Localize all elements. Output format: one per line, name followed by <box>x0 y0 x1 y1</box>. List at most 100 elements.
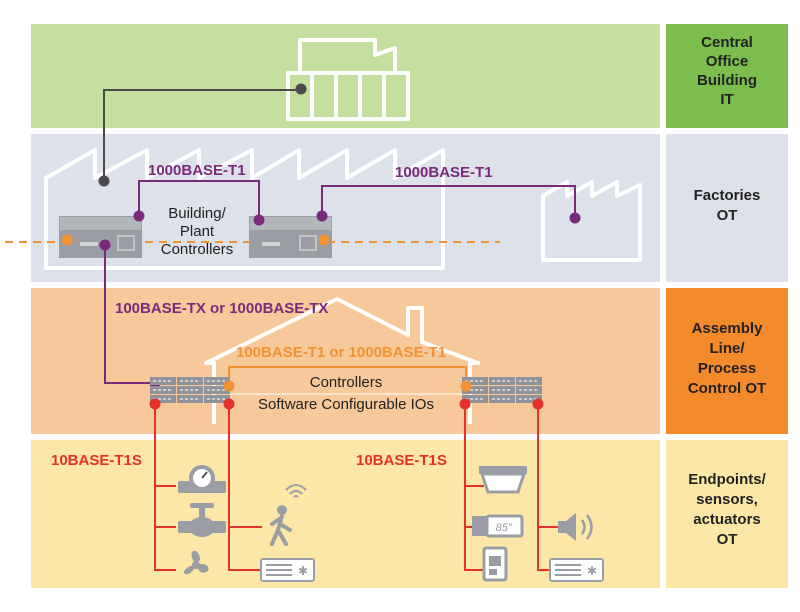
rack-led <box>475 398 478 400</box>
rack-led <box>190 380 193 382</box>
rack-led <box>163 398 166 400</box>
tier-label-box-endpoints <box>666 440 788 588</box>
tier-band-assembly <box>31 288 660 434</box>
speaker-icon <box>558 513 593 541</box>
valve-icon <box>178 503 226 537</box>
rack-led <box>519 380 522 382</box>
factory-orange-dot-left <box>61 234 73 246</box>
svg-text:✱: ✱ <box>587 564 597 578</box>
rack-led <box>534 398 537 400</box>
link-label-endpoints-left: 10BASE-T1S <box>51 452 142 469</box>
tier-label-box-it <box>666 24 788 128</box>
rack-led <box>163 380 166 382</box>
rack-led <box>480 380 483 382</box>
factory-controller-left <box>59 216 142 258</box>
hvac-unit-icon: ✱ <box>549 558 604 582</box>
rack-led <box>492 389 495 391</box>
rack-led <box>492 380 495 382</box>
it-link-dot-factory <box>98 175 110 187</box>
ceiling-sensor-icon <box>479 466 527 494</box>
assembly-racks <box>150 377 542 403</box>
rack-led <box>507 389 510 391</box>
rack-led <box>190 389 193 391</box>
rack-led <box>529 398 532 400</box>
endpoint-bus-dot-3 <box>459 398 471 410</box>
endpoint-bus-dot-1 <box>149 398 161 410</box>
rack-led <box>158 389 161 391</box>
factory-orange-dot-right <box>318 234 330 246</box>
rack-led <box>168 389 171 391</box>
assembly-controller-link-line <box>228 366 467 386</box>
factory-link-dot-4 <box>569 212 581 224</box>
rack-led <box>217 380 220 382</box>
rack-led <box>195 380 198 382</box>
rack-led <box>168 398 171 400</box>
rack-led <box>212 380 215 382</box>
rack-led <box>158 380 161 382</box>
rack-led <box>217 398 220 400</box>
rack-led <box>497 389 500 391</box>
rack-led <box>168 380 171 382</box>
rack-led <box>475 380 478 382</box>
rack-led <box>195 398 198 400</box>
assembly-orange-dot-left <box>223 380 235 392</box>
rack-led <box>207 398 210 400</box>
it-link-dot-building <box>295 83 307 95</box>
rack-led <box>524 380 527 382</box>
tier-bands <box>31 24 788 588</box>
rack-led <box>185 380 188 382</box>
rack-led <box>470 389 473 391</box>
rack-led <box>529 380 532 382</box>
rack-led <box>497 398 500 400</box>
rack-led <box>534 389 537 391</box>
thermostat-icon: 85° <box>472 514 524 538</box>
rack-led <box>480 389 483 391</box>
flow-meter-icon <box>178 465 226 493</box>
assembly-uplink-dot-top <box>99 239 111 251</box>
assembly-rack-right <box>462 377 542 403</box>
rack-led <box>480 398 483 400</box>
rack-led <box>502 398 505 400</box>
rack-led <box>470 380 473 382</box>
rack-led <box>475 389 478 391</box>
endpoint-bus-lines <box>154 404 558 571</box>
rack-led <box>212 398 215 400</box>
office-building-icon <box>286 38 410 121</box>
rack-led <box>519 389 522 391</box>
fan-icon <box>183 550 209 575</box>
rack-led <box>222 398 225 400</box>
rack-led <box>180 398 183 400</box>
factory-link-dot-3 <box>316 210 328 222</box>
rack-led <box>185 389 188 391</box>
rack-led <box>158 398 161 400</box>
factory-link-right-line <box>321 185 576 218</box>
endpoint-bus-dot-2 <box>223 398 235 410</box>
svg-text:✱: ✱ <box>298 564 308 578</box>
rack-led <box>180 380 183 382</box>
factory-link-dot-2 <box>253 214 265 226</box>
link-labels: 1000BASE-T1 1000BASE-T1 100BASE-TX or 10… <box>51 162 493 469</box>
factory-link-dot-1 <box>133 210 145 222</box>
rack-led <box>470 398 473 400</box>
link-label-endpoints-right: 10BASE-T1S <box>356 452 447 469</box>
it-link-line <box>103 89 301 181</box>
factory-outline-left-icon <box>44 148 445 270</box>
rack-led <box>524 398 527 400</box>
rack-led <box>185 398 188 400</box>
rack-led <box>497 380 500 382</box>
rack-led <box>507 380 510 382</box>
assembly-controllers-label: Controllers <box>310 374 383 391</box>
rack-led <box>207 389 210 391</box>
rack-led <box>180 389 183 391</box>
link-label-factory-right: 1000BASE-T1 <box>395 164 493 181</box>
assembly-orange-dot-right <box>460 380 472 392</box>
rack-led <box>163 389 166 391</box>
link-label-factory-left: 1000BASE-T1 <box>148 162 246 179</box>
